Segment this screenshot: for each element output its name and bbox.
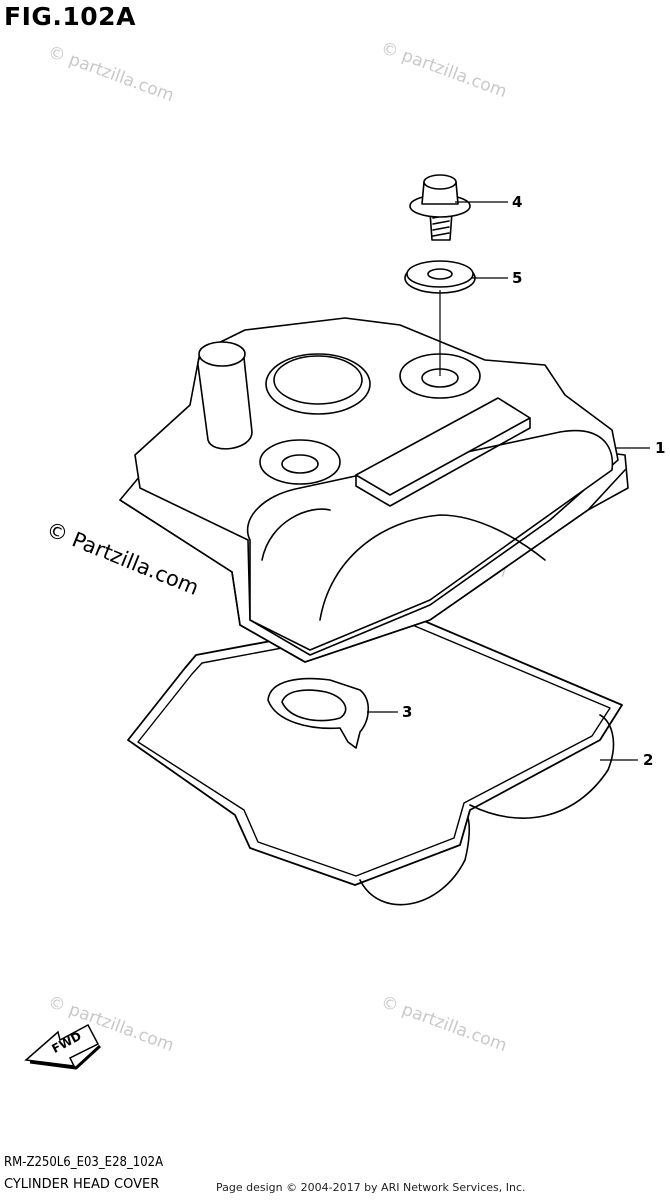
- fwd-arrow-icon: FWD: [24, 1023, 102, 1070]
- figure-caption: CYLINDER HEAD COVER: [4, 1177, 160, 1192]
- cylinder-head-cover: [119, 317, 629, 663]
- callout-5: 5: [512, 269, 523, 287]
- leader-lines: [367, 201, 650, 761]
- callout-2: 2: [643, 751, 654, 769]
- callout-4: 4: [512, 193, 523, 211]
- figure-title: FIG.102A: [4, 2, 136, 31]
- plug-hole-gasket: [267, 677, 370, 749]
- callout-1: 1: [655, 439, 666, 457]
- callout-3: 3: [402, 703, 413, 721]
- figure-code: RM-Z250L6_E03_E28_102A: [4, 1155, 164, 1170]
- bolt: [409, 174, 471, 241]
- cover-gasket: [127, 614, 623, 906]
- page-credit: Page design © 2004-2017 by ARI Network S…: [216, 1181, 526, 1194]
- washer-seal: [404, 260, 476, 294]
